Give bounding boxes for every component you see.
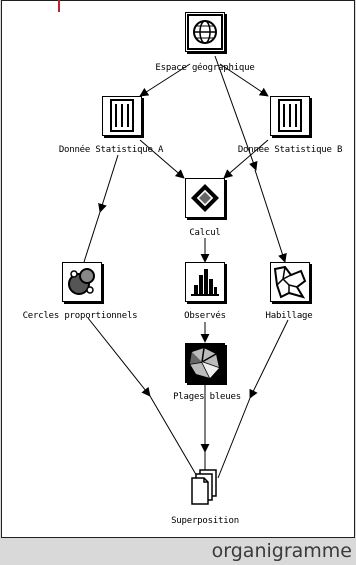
- edge-continuation-0: [83, 211, 101, 263]
- stacked-pages-icon: [190, 468, 220, 508]
- node-label: Donnée Statistique A: [58, 145, 164, 155]
- globe-icon: [185, 12, 225, 52]
- edge-espace-to-donnee_a: [139, 63, 191, 97]
- node-label: Espace géographique: [155, 63, 255, 73]
- footer: organigramme: [0, 540, 356, 565]
- edge-donnee_b-to-calcul: [223, 139, 269, 179]
- node-label: Plages bleues: [173, 392, 241, 402]
- edge-donnee_a-to-calcul: [139, 139, 185, 179]
- choropleth-map-icon: [185, 343, 225, 383]
- circles-map-icon: [62, 262, 102, 302]
- edge-cercles-to-superposition: [87, 317, 151, 397]
- footer-caption: organigramme: [211, 540, 352, 562]
- node-label: Cercles proportionnels: [22, 311, 138, 321]
- edges-layer: [83, 55, 289, 479]
- basemap-icon: [270, 262, 310, 302]
- node-label: Calcul: [189, 228, 221, 238]
- node-label: Habillage: [265, 311, 313, 321]
- edge-continuation-2: [217, 397, 251, 479]
- edge-donnee_b-to-habillage: [254, 169, 287, 263]
- edge-continuation-1: [149, 395, 199, 479]
- histogram-icon: [185, 262, 225, 302]
- diamond-process-icon: [185, 178, 225, 218]
- node-label: Donnée Statistique B: [237, 145, 343, 155]
- red-accent-mark: [58, 0, 60, 12]
- data-table-icon: [270, 96, 310, 136]
- edge-habillage-to-superposition: [249, 319, 289, 399]
- node-label: Observés: [184, 311, 226, 321]
- edge-espace-to-habillage: [214, 55, 258, 171]
- edge-donnee_a-to-cercles: [98, 154, 119, 213]
- data-table-icon: [102, 96, 142, 136]
- edge-espace-to-donnee_b: [219, 63, 269, 97]
- node-label: Superposition: [171, 516, 239, 526]
